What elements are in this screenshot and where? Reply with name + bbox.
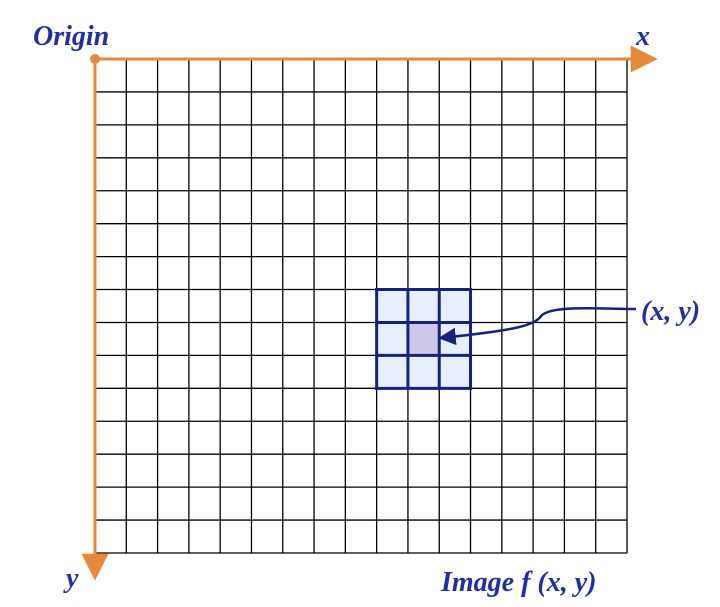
- y-axis-label: y: [63, 563, 79, 594]
- pointer-arrow: [438, 306, 637, 346]
- neighborhood-3x3: [376, 289, 471, 389]
- image-label: Image f (x, y): [440, 567, 597, 598]
- center-pixel: [407, 322, 440, 356]
- pixel-grid: [94, 58, 628, 554]
- neighborhood-border: [375, 288, 473, 390]
- x-axis-label: x: [635, 21, 650, 52]
- point-label: (x, y): [641, 296, 700, 327]
- origin-dot: [90, 54, 100, 64]
- origin-label: Origin: [33, 21, 109, 52]
